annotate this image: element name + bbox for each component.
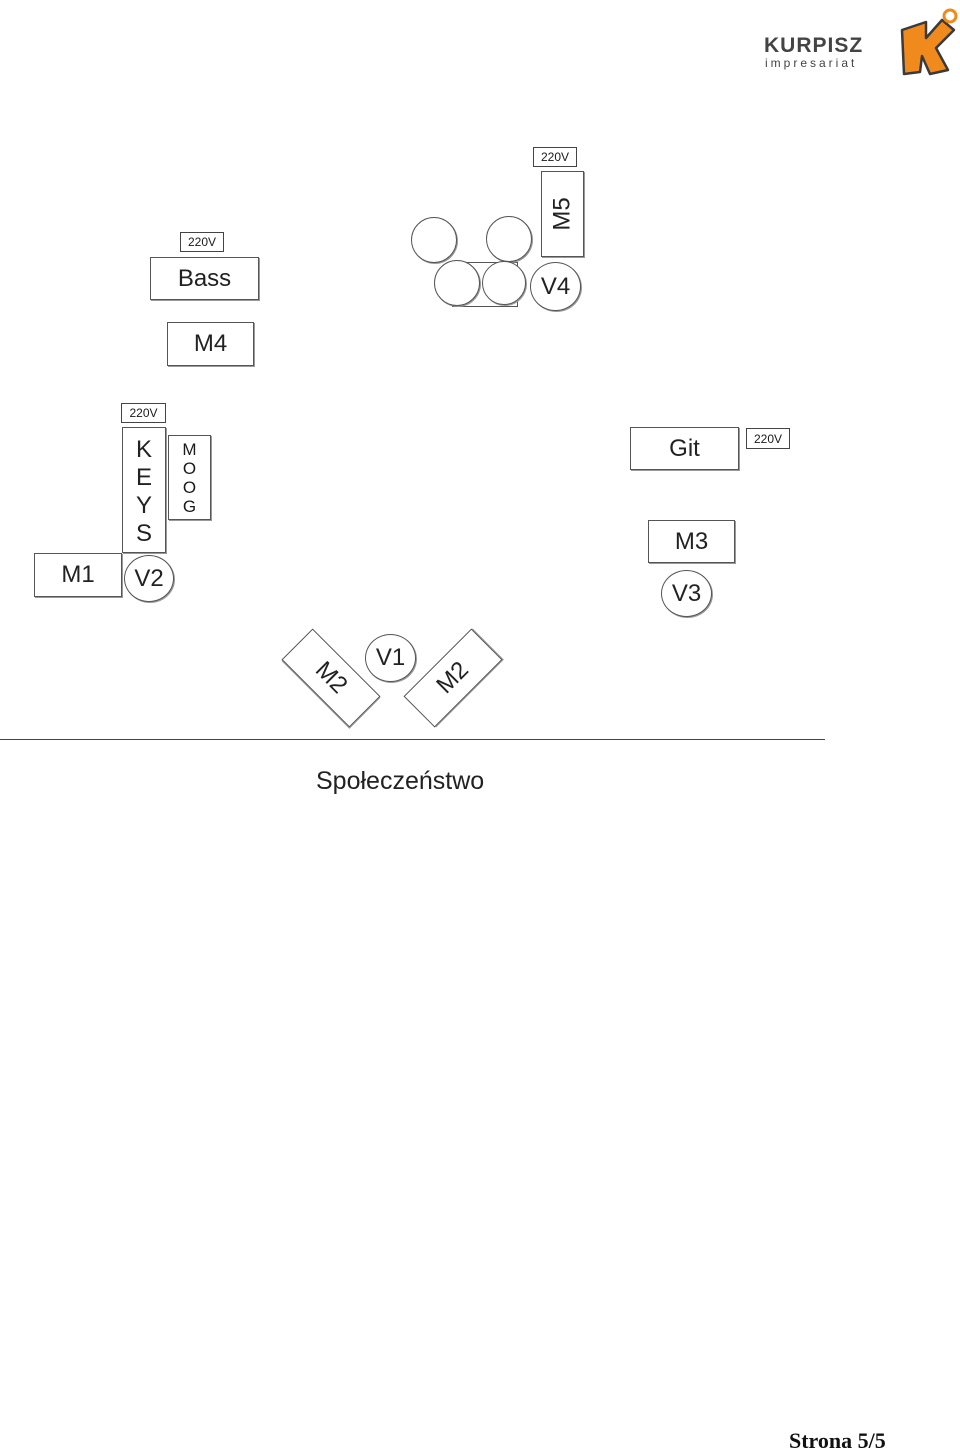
logo-brand-text: KURPISZ [764,34,864,57]
stage-edge-line [0,739,825,740]
keyboard-moog: M O O G [168,435,211,520]
power-outlet-drums: 220V [533,147,577,167]
audience-label: Społeczeństwo [316,767,485,795]
power-outlet-guitar: 220V [746,428,790,449]
logo-k-mark-icon [900,8,958,76]
drum-tom-right [486,216,532,262]
drum-floor-left [434,260,480,306]
monitor-m2-right: M2 [403,628,503,728]
vocal-v4: V4 [530,262,581,311]
power-outlet-bass: 220V [180,232,224,252]
amp-bass: Bass [150,257,259,300]
drum-tom-left [411,217,457,263]
monitor-m5: M5 [541,171,584,257]
keyboard-keys: K E Y S [122,427,166,553]
vocal-v1: V1 [365,634,416,682]
vocal-v2: V2 [124,555,174,602]
vocal-v3: V3 [661,570,712,617]
power-outlet-keys: 220V [121,403,166,423]
monitor-m4: M4 [167,322,254,366]
drum-floor-right [482,261,526,305]
logo-sub-text: impresariat [765,56,858,70]
monitor-m3: M3 [648,520,735,563]
monitor-m2-left: M2 [281,628,381,728]
page-number: Strona 5/5 [789,1428,886,1453]
monitor-m1: M1 [34,553,122,597]
company-logo: KURPISZ impresariat [760,8,960,80]
amp-guitar: Git [630,427,739,470]
